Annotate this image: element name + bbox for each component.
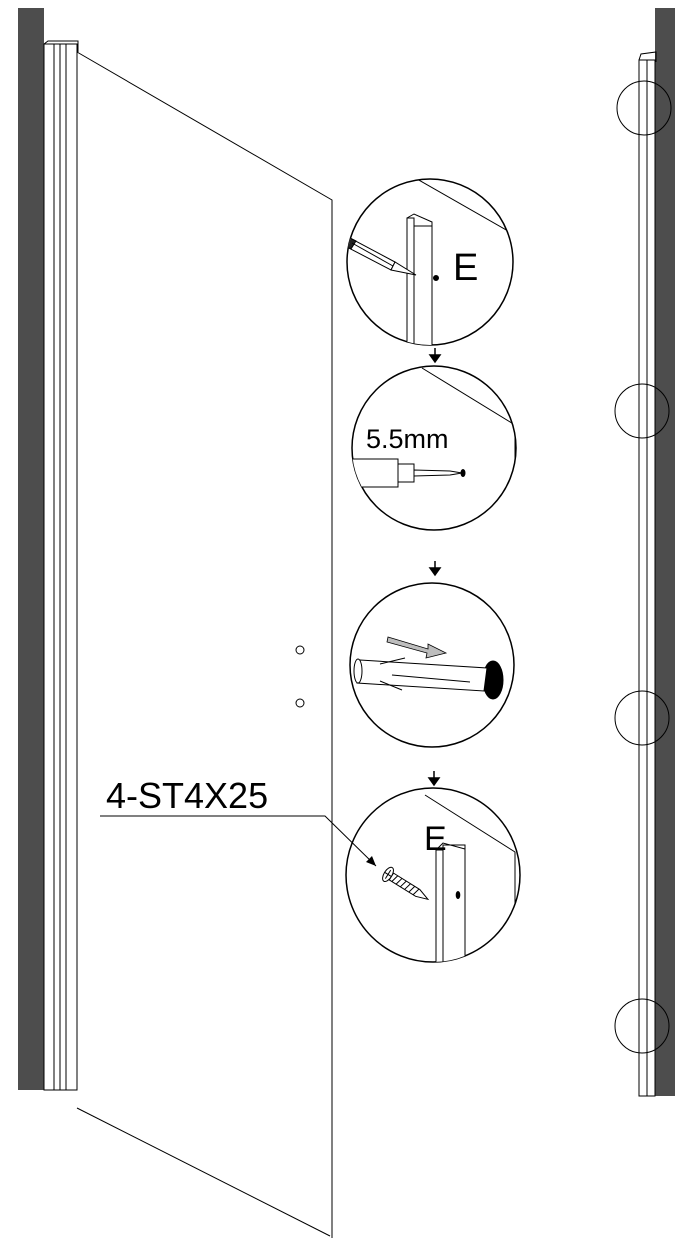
hinge-marker-2 [614, 383, 670, 439]
wall-post-left [18, 8, 44, 1090]
step1-mark-label: E [453, 247, 478, 289]
hinge-marker-4 [614, 998, 670, 1054]
screw-icon [382, 866, 430, 901]
step-arrow-icon [427, 771, 441, 787]
step1-detail-circle: E [346, 178, 514, 346]
step2-detail-circle: 5.5mm [351, 365, 517, 531]
step2-drill-size-label: 5.5mm [366, 424, 449, 454]
screw-callout: 4-ST4X25 [100, 775, 377, 867]
drilled-hole [460, 469, 466, 477]
drill-icon [352, 458, 463, 488]
door-leaf [76, 51, 333, 1238]
fixing-hole [455, 891, 461, 899]
step-arrow-icon [428, 561, 442, 577]
hinge-marker-1 [616, 80, 672, 136]
screw-spec-label: 4-ST4X25 [106, 775, 268, 816]
door-hole-upper [295, 645, 305, 655]
step4-detail-circle: E [345, 787, 521, 963]
left-door-frame [18, 8, 79, 1091]
wall-hole [482, 660, 504, 700]
right-door-frame [614, 8, 675, 1097]
step-arrow-icon [428, 348, 442, 364]
marked-hole [433, 275, 439, 281]
hinge-marker-3 [614, 690, 670, 746]
step3-detail-circle [349, 582, 515, 748]
wall-post-right [655, 8, 675, 1096]
insert-direction-arrow [386, 636, 448, 659]
door-hole-lower [295, 698, 305, 708]
step4-mark-label: E [424, 820, 447, 858]
wall-plug-icon [353, 657, 488, 692]
